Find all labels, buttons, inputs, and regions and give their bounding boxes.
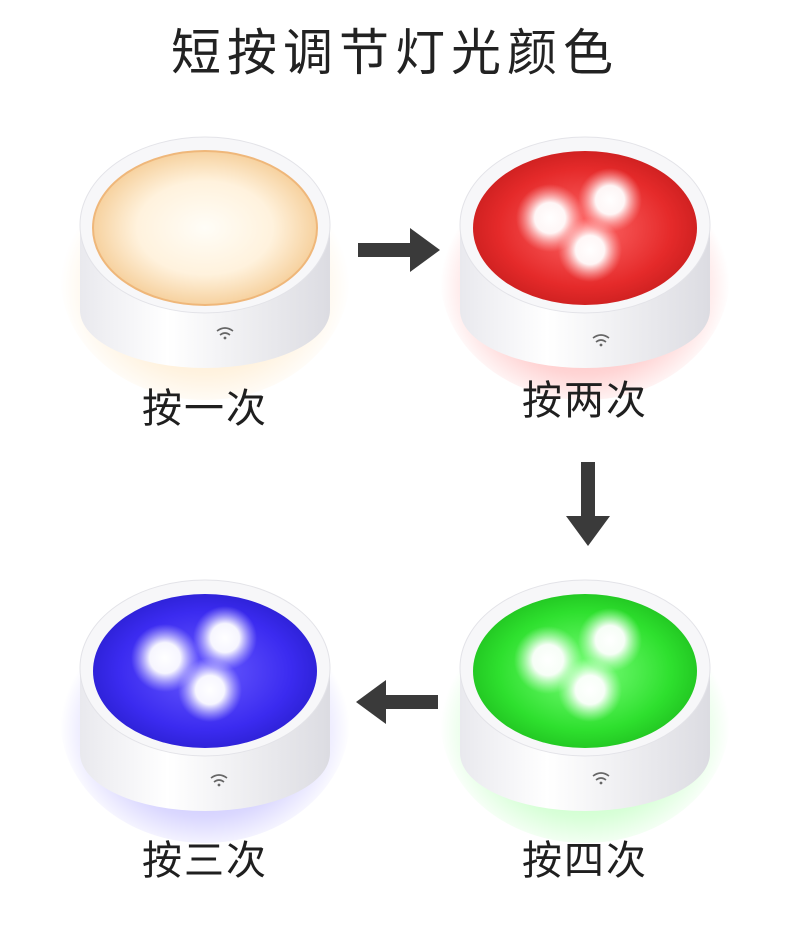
wireless-sensor-icon xyxy=(592,772,610,785)
puck-light-red xyxy=(440,125,730,400)
arrow-down-icon xyxy=(566,462,610,546)
step-1-label: 按一次 xyxy=(142,386,268,432)
arrow-right-icon xyxy=(358,228,440,272)
puck-light-warm-white xyxy=(60,125,350,400)
step-3-label: 按三次 xyxy=(142,838,268,884)
puck-light-green xyxy=(440,568,730,843)
puck-light-blue xyxy=(60,568,350,843)
wireless-sensor-icon xyxy=(216,327,234,340)
page-title: 短按调节灯光颜色 xyxy=(171,24,619,82)
wireless-sensor-icon xyxy=(592,334,610,347)
step-2-label: 按两次 xyxy=(522,378,648,424)
step-4-label: 按四次 xyxy=(522,838,648,884)
wireless-sensor-icon xyxy=(210,774,228,787)
arrow-left-icon xyxy=(356,680,438,724)
